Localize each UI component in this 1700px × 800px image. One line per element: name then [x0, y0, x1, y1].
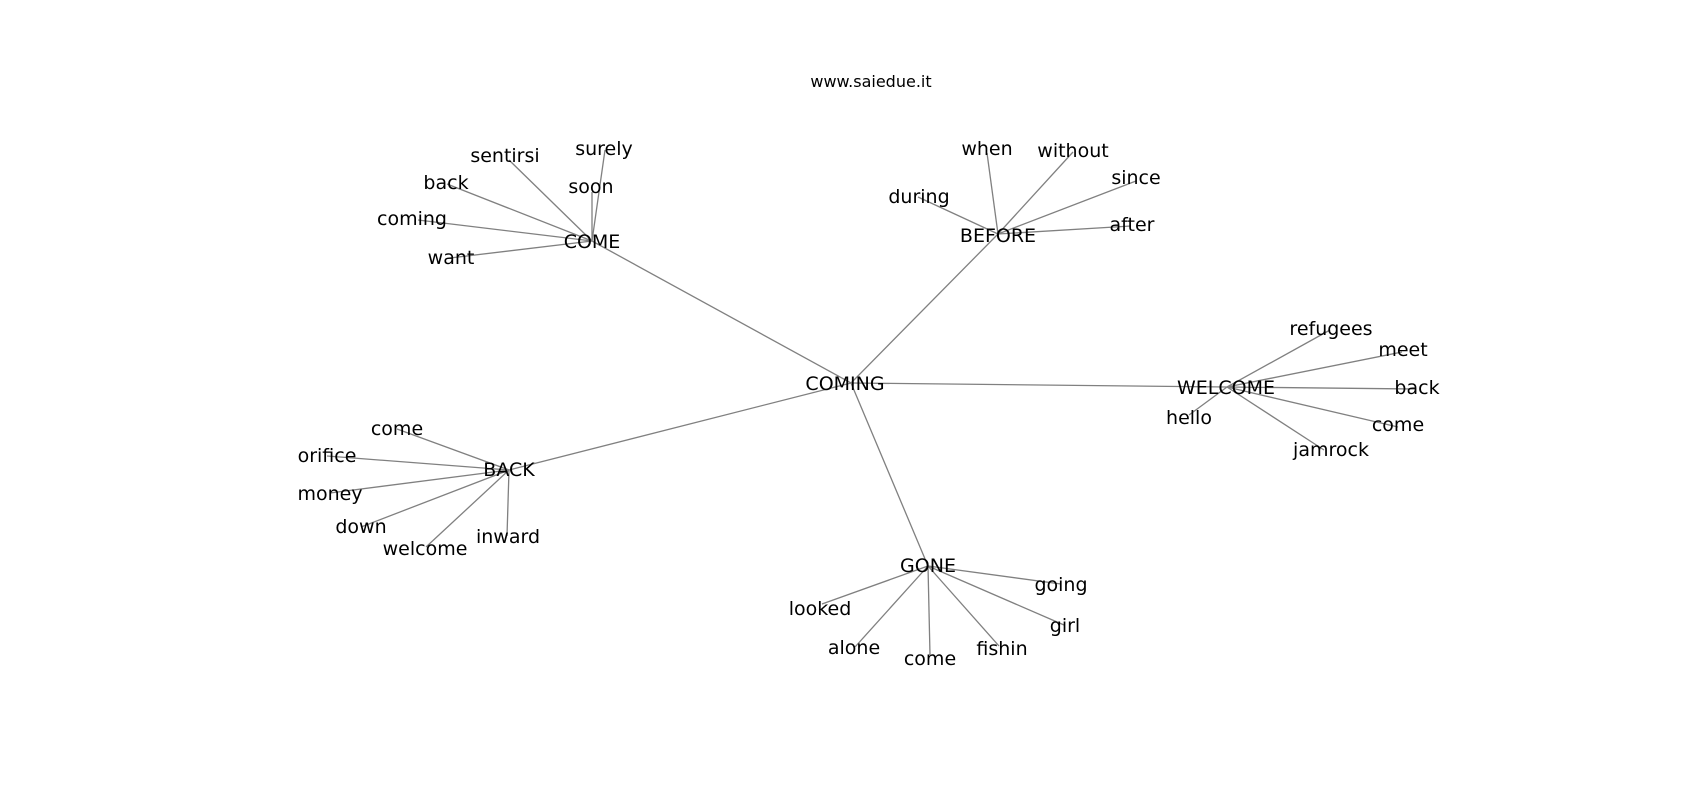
node-before-when: when: [961, 138, 1012, 160]
node-coming: COMING: [805, 373, 884, 395]
node-gone-going: going: [1034, 574, 1087, 596]
node-gone-alone: alone: [828, 637, 880, 659]
edge-before-to-before-during: [917, 196, 999, 235]
node-welcome-meet: meet: [1378, 339, 1427, 361]
node-back-inward: inward: [476, 526, 540, 548]
edge-before-to-before-without: [997, 151, 1074, 235]
edge-back-to-back-orifice: [326, 455, 510, 471]
node-come-surely: surely: [575, 138, 633, 160]
edge-before-to-before-since: [997, 180, 1137, 235]
node-before-after: after: [1110, 214, 1155, 236]
edge-layer: [326, 149, 1417, 656]
edge-coming-to-back: [508, 382, 852, 471]
node-welcome-back: back: [1394, 377, 1439, 399]
edge-come-to-come-surely: [591, 149, 606, 242]
label-layer: COMING COME BEFORE WELCOME BACK GONE surely sen…: [297, 138, 1439, 670]
node-back-come: come: [371, 418, 423, 440]
node-before-since: since: [1111, 167, 1160, 189]
edge-before-to-before-after: [997, 225, 1132, 235]
node-come-sentirsi: sentirsi: [470, 145, 539, 167]
edge-back-to-back-down: [360, 469, 510, 528]
edge-coming-to-come: [591, 240, 852, 384]
node-gone-girl: girl: [1050, 615, 1080, 637]
edge-come-to-come-coming: [417, 219, 593, 242]
node-before: BEFORE: [960, 225, 1036, 247]
node-before-during: during: [888, 186, 949, 208]
node-come-soon: soon: [568, 176, 613, 198]
edge-welcome-to-welcome-meet: [1226, 351, 1403, 388]
edge-welcome-to-welcome-back: [1226, 386, 1417, 390]
edge-back-to-back-money: [329, 469, 510, 494]
edge-back-to-back-come: [396, 428, 510, 471]
edge-welcome-to-welcome-jamrock: [1226, 386, 1325, 451]
node-before-without: without: [1037, 140, 1108, 162]
edge-gone-to-gone-girl: [927, 565, 1065, 626]
edge-before-to-before-when: [986, 152, 999, 235]
node-welcome-hello: hello: [1166, 407, 1212, 429]
node-gone: GONE: [900, 555, 956, 577]
edge-welcome-to-welcome-come: [1226, 386, 1399, 428]
edge-gone-to-gone-fishin: [927, 565, 1000, 647]
node-gone-looked: looked: [789, 598, 852, 620]
node-welcome-jamrock: jamrock: [1292, 439, 1369, 461]
edge-come-to-come-sentirsi: [508, 159, 593, 242]
edge-gone-to-gone-come: [927, 565, 931, 656]
edge-come-to-come-want: [449, 240, 593, 259]
site-caption: www.saiedue.it: [810, 72, 931, 91]
node-welcome-come: come: [1372, 414, 1424, 436]
node-back-welcome: welcome: [383, 538, 468, 560]
edge-coming-to-before: [850, 233, 999, 384]
node-welcome-refugees: refugees: [1289, 318, 1372, 340]
edge-gone-to-gone-going: [927, 565, 1062, 585]
node-come-want: want: [428, 247, 475, 269]
node-welcome: WELCOME: [1177, 377, 1275, 399]
node-gone-come: come: [904, 648, 956, 670]
node-back-down: down: [335, 516, 386, 538]
edge-gone-to-gone-alone: [854, 565, 929, 648]
edge-gone-to-gone-looked: [821, 565, 929, 605]
node-gone-fishin: fishin: [976, 638, 1027, 660]
edge-come-to-come-back: [446, 183, 593, 242]
edge-coming-to-welcome: [850, 382, 1228, 388]
edge-welcome-to-welcome-refugees: [1226, 329, 1331, 388]
edge-welcome-to-welcome-hello: [1188, 386, 1228, 416]
edge-back-to-back-welcome: [425, 469, 510, 548]
node-come-back: back: [423, 172, 468, 194]
node-come: COME: [564, 231, 621, 253]
node-back-orifice: orifice: [298, 445, 357, 467]
node-back: BACK: [483, 459, 535, 481]
node-come-coming: coming: [377, 208, 447, 230]
edge-coming-to-gone: [850, 382, 929, 567]
node-back-money: money: [297, 483, 362, 505]
edge-back-to-back-inward: [506, 469, 510, 537]
